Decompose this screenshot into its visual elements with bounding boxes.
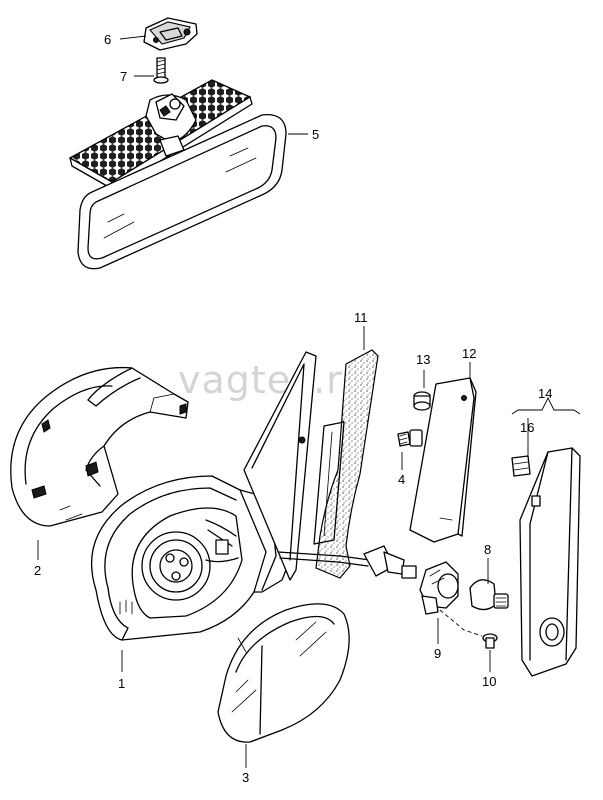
part-3-mirror-glass	[217, 603, 350, 743]
callout-8: 8	[484, 542, 491, 557]
callout-5: 5	[312, 127, 319, 142]
part-1-mirror-housing	[90, 475, 291, 641]
callout-3: 3	[242, 770, 249, 785]
callout-4: 4	[398, 472, 405, 487]
part-2-mirror-cap	[10, 366, 189, 527]
part-4-bolt	[397, 429, 423, 447]
callout-12: 12	[462, 346, 476, 361]
part-14-triangle-cover	[519, 447, 581, 677]
callout-11: 11	[354, 310, 368, 325]
part-10-screw	[439, 609, 498, 649]
callout-16: 16	[520, 420, 534, 435]
watermark-text: vagtec.ru	[178, 358, 368, 402]
part-8-bulb	[469, 579, 509, 611]
part-7-screw	[153, 57, 169, 84]
part-5-interior-mirror	[68, 79, 287, 270]
leader-lines	[37, 35, 581, 768]
wiring-harness	[277, 545, 417, 579]
part-12-trim-strip	[409, 377, 477, 543]
callout-9: 9	[434, 646, 441, 661]
callout-14: 14	[538, 386, 552, 401]
callout-13: 13	[416, 352, 430, 367]
callout-2: 2	[34, 563, 41, 578]
part-9-bulb-socket	[419, 561, 459, 615]
callout-6: 6	[104, 32, 111, 47]
part-13-clip	[413, 391, 431, 411]
callout-7: 7	[120, 69, 127, 84]
callout-1: 1	[118, 676, 125, 691]
callout-10: 10	[482, 674, 496, 689]
part-6-mount-cover	[143, 17, 198, 51]
part-11-mirror-base-gasket	[243, 349, 379, 581]
part-16-cap	[511, 455, 531, 477]
